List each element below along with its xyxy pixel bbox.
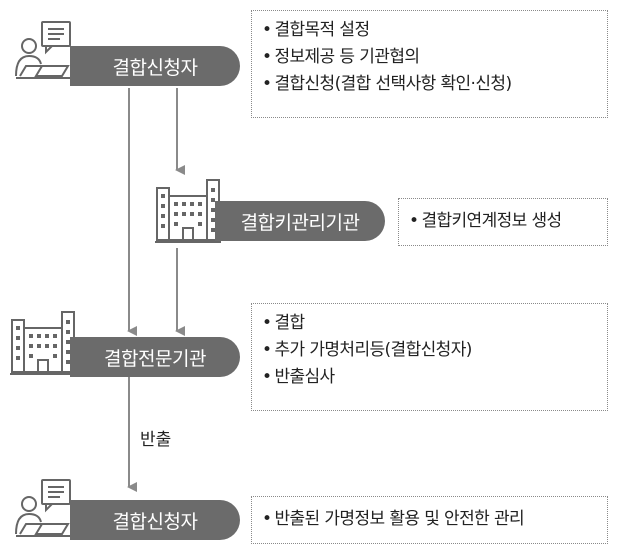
note-item: 결합키연계정보 생성 — [409, 208, 597, 235]
person-laptop-icon — [15, 21, 72, 79]
node-key-agency: 결합키관리기관 — [215, 201, 385, 241]
notes-expert-agency: 결합 추가 가명처리등(결합신청자) 반출심사 — [251, 303, 608, 411]
note-item: 정보제공 등 기관협의 — [262, 44, 597, 71]
export-edge-label: 반출 — [140, 430, 172, 450]
node-expert-agency: 결합전문기관 — [70, 337, 240, 377]
note-item: 결합목적 설정 — [262, 17, 597, 44]
node-applicant-top: 결합신청자 — [70, 46, 240, 86]
node-label: 결합신청자 — [112, 56, 198, 79]
building-icon — [10, 311, 76, 375]
note-item: 반출된 가명정보 활용 및 안전한 관리 — [262, 506, 597, 533]
note-item: 결합신청(결합 선택사항 확인·신청) — [262, 71, 597, 98]
note-item: 반출심사 — [262, 364, 597, 391]
notes-key-agency: 결합키연계정보 생성 — [398, 198, 608, 246]
note-item: 추가 가명처리등(결합신청자) — [262, 337, 597, 364]
note-item: 결합 — [262, 310, 597, 337]
person-laptop-icon — [15, 479, 72, 537]
notes-applicant-top: 결합목적 설정 정보제공 등 기관협의 결합신청(결합 선택사항 확인·신청) — [251, 10, 608, 118]
notes-applicant-bottom: 반출된 가명정보 활용 및 안전한 관리 — [251, 496, 608, 544]
node-label: 결합키관리기관 — [240, 211, 360, 234]
node-label: 결합전문기관 — [104, 347, 206, 370]
node-label: 결합신청자 — [112, 510, 198, 533]
node-applicant-bottom: 결합신청자 — [70, 500, 240, 540]
building-icon — [155, 179, 221, 243]
